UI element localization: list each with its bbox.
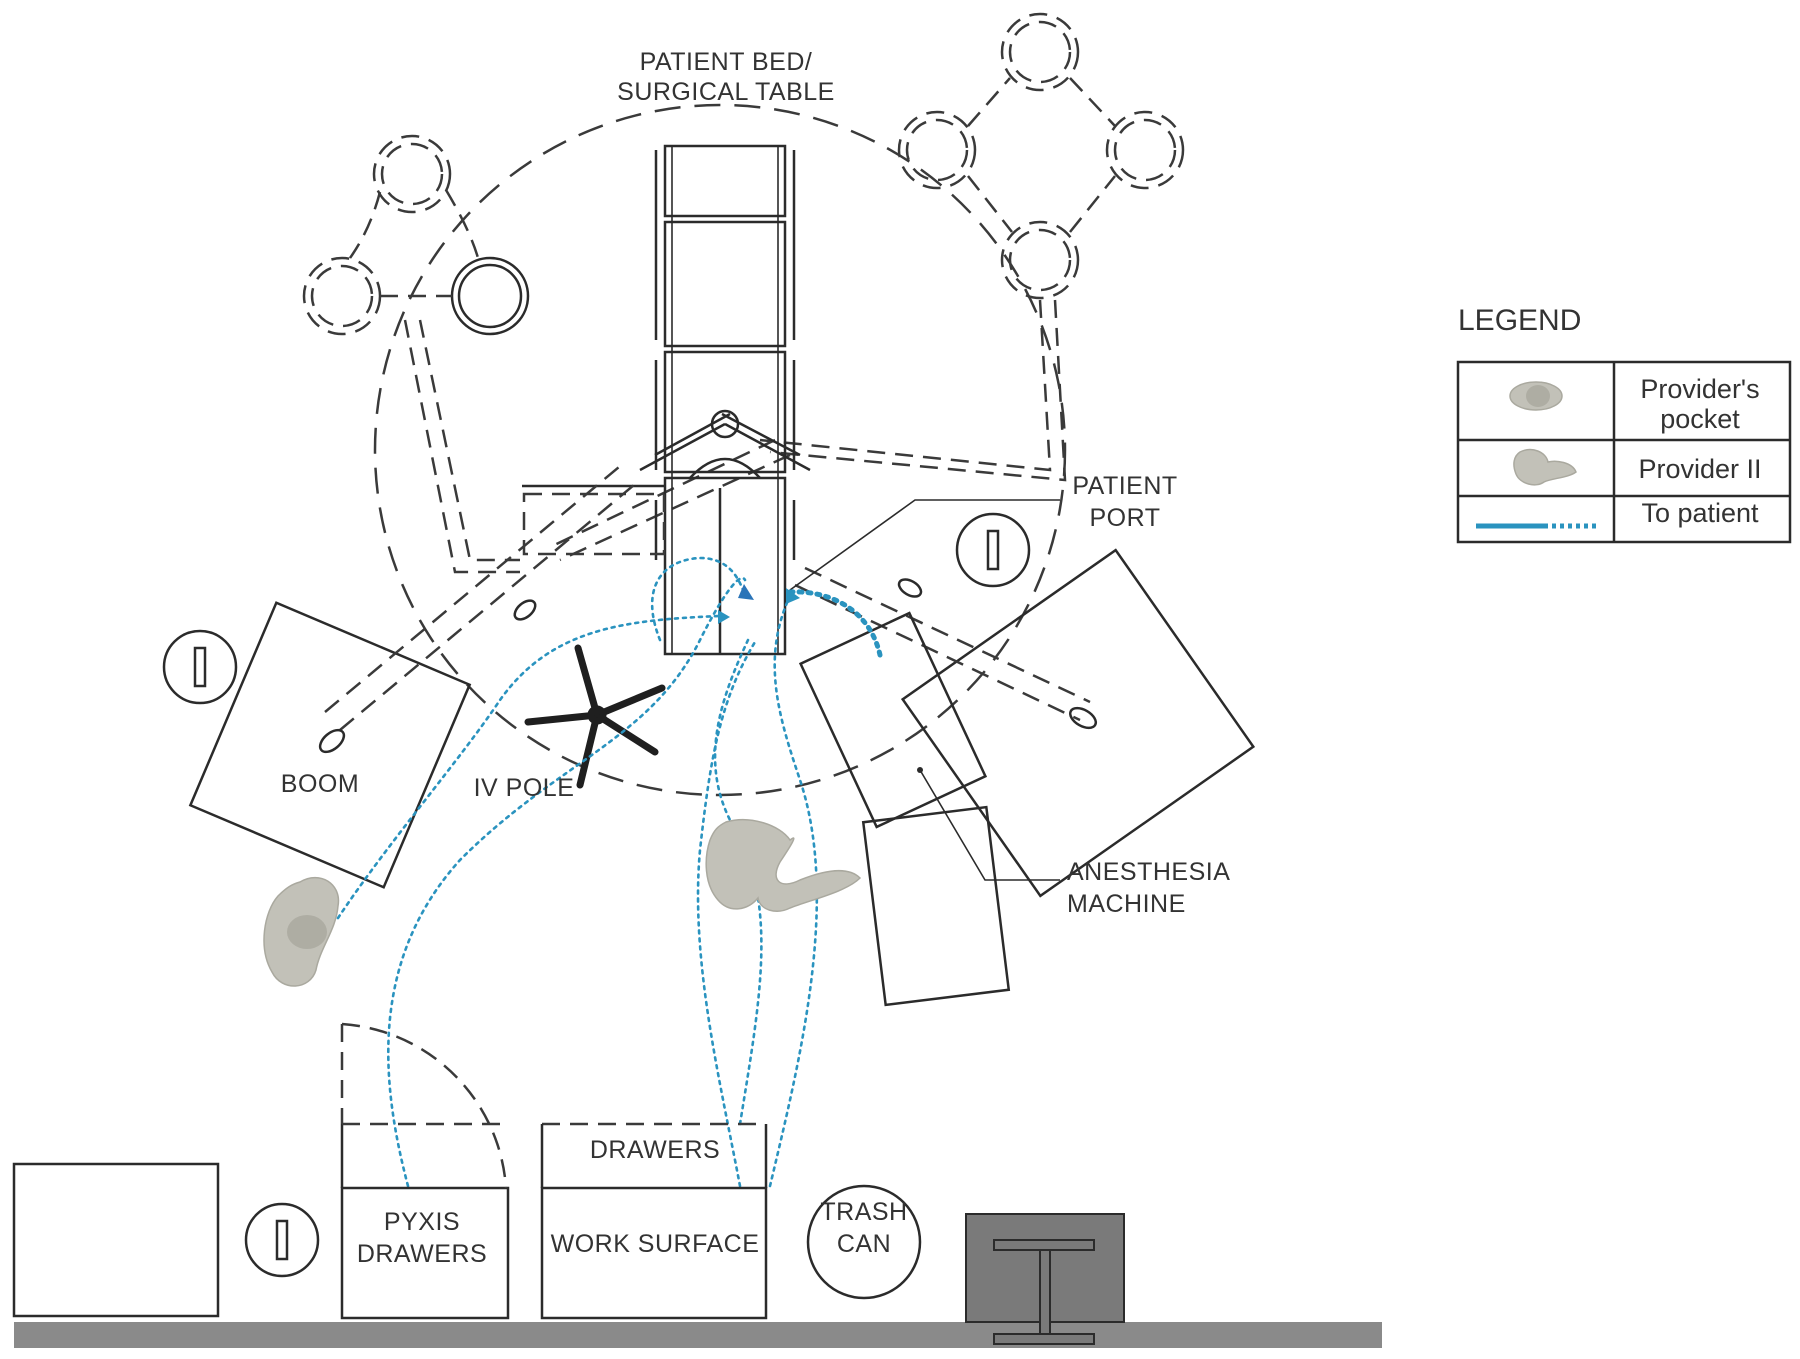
label-anesthesia-machine-line2: MACHINE [1067, 890, 1186, 918]
arrowhead-2 [786, 588, 800, 604]
left-light-cluster [302, 134, 530, 336]
provider-ii-symbol [1513, 448, 1577, 486]
label-anesthesia-machine-line1: ANESTHESIA [1067, 858, 1230, 886]
label-drawers: DRAWERS [590, 1136, 720, 1164]
path-from-provider-pocket [336, 614, 722, 920]
boom-swing-circle [373, 103, 1067, 797]
trash-can [806, 1184, 922, 1300]
anesthesia-machine [798, 611, 1060, 1007]
path-from-work-surface-2 [768, 594, 819, 1188]
label-patient-port-line1: PATIENT [1072, 472, 1177, 500]
label-iv-pole: IV POLE [474, 774, 575, 802]
label-patient-bed-line1: PATIENT BED/ [640, 48, 813, 76]
outlet-symbol-bottom [244, 1202, 320, 1278]
providers-pocket-figure [263, 876, 340, 987]
outlet-symbol-right [955, 512, 1031, 588]
label-boom: BOOM [281, 770, 359, 798]
legend-provider-ii: Provider II [1638, 454, 1761, 484]
pyxis-drawers [340, 1022, 510, 1320]
outlet-symbol-left [162, 629, 238, 705]
patient-bed [639, 144, 811, 656]
arrowhead-3 [718, 610, 730, 624]
path-provider-ii-to-bed [650, 556, 747, 642]
structural-column [965, 1213, 1125, 1345]
label-pyxis-line1: PYXIS [384, 1208, 460, 1236]
arrowhead-1 [738, 584, 754, 600]
path-from-pyxis [386, 576, 747, 1188]
work-surface-unit [540, 1122, 768, 1320]
path-from-work-surface-1 [696, 640, 757, 1188]
provider-ii-figure [705, 818, 862, 912]
legend-title: LEGEND [1458, 304, 1581, 337]
label-patient-port-line2: PORT [1090, 504, 1161, 532]
path-bold-to-port [787, 589, 883, 658]
light-arms [403, 299, 1067, 574]
label-trash-can-line1: TRASH [820, 1198, 907, 1226]
label-pyxis-line2: DRAWERS [357, 1240, 487, 1268]
iv-pole [524, 644, 666, 789]
label-patient-bed-line2: SURGICAL TABLE [617, 78, 835, 106]
left-counter [12, 1162, 220, 1318]
label-work-surface: WORK SURFACE [551, 1230, 760, 1258]
patient-port-leader [789, 499, 1060, 591]
legend-providers-pocket-line1: Provider's [1640, 374, 1759, 404]
to-patient-paths [336, 556, 883, 1188]
bed-side-attachment [522, 492, 666, 556]
right-light-cluster [897, 12, 1185, 300]
floor-wall [14, 1322, 1382, 1348]
label-trash-can-line2: CAN [837, 1230, 891, 1258]
providers-pocket-symbol [1509, 381, 1563, 411]
legend-providers-pocket-line2: pocket [1660, 404, 1740, 434]
legend-to-patient: To patient [1641, 498, 1759, 528]
boom [188, 461, 641, 889]
anesthesia-boom [794, 548, 1256, 898]
legend: LEGEND Provider's pocket Provider II To … [1456, 304, 1792, 544]
